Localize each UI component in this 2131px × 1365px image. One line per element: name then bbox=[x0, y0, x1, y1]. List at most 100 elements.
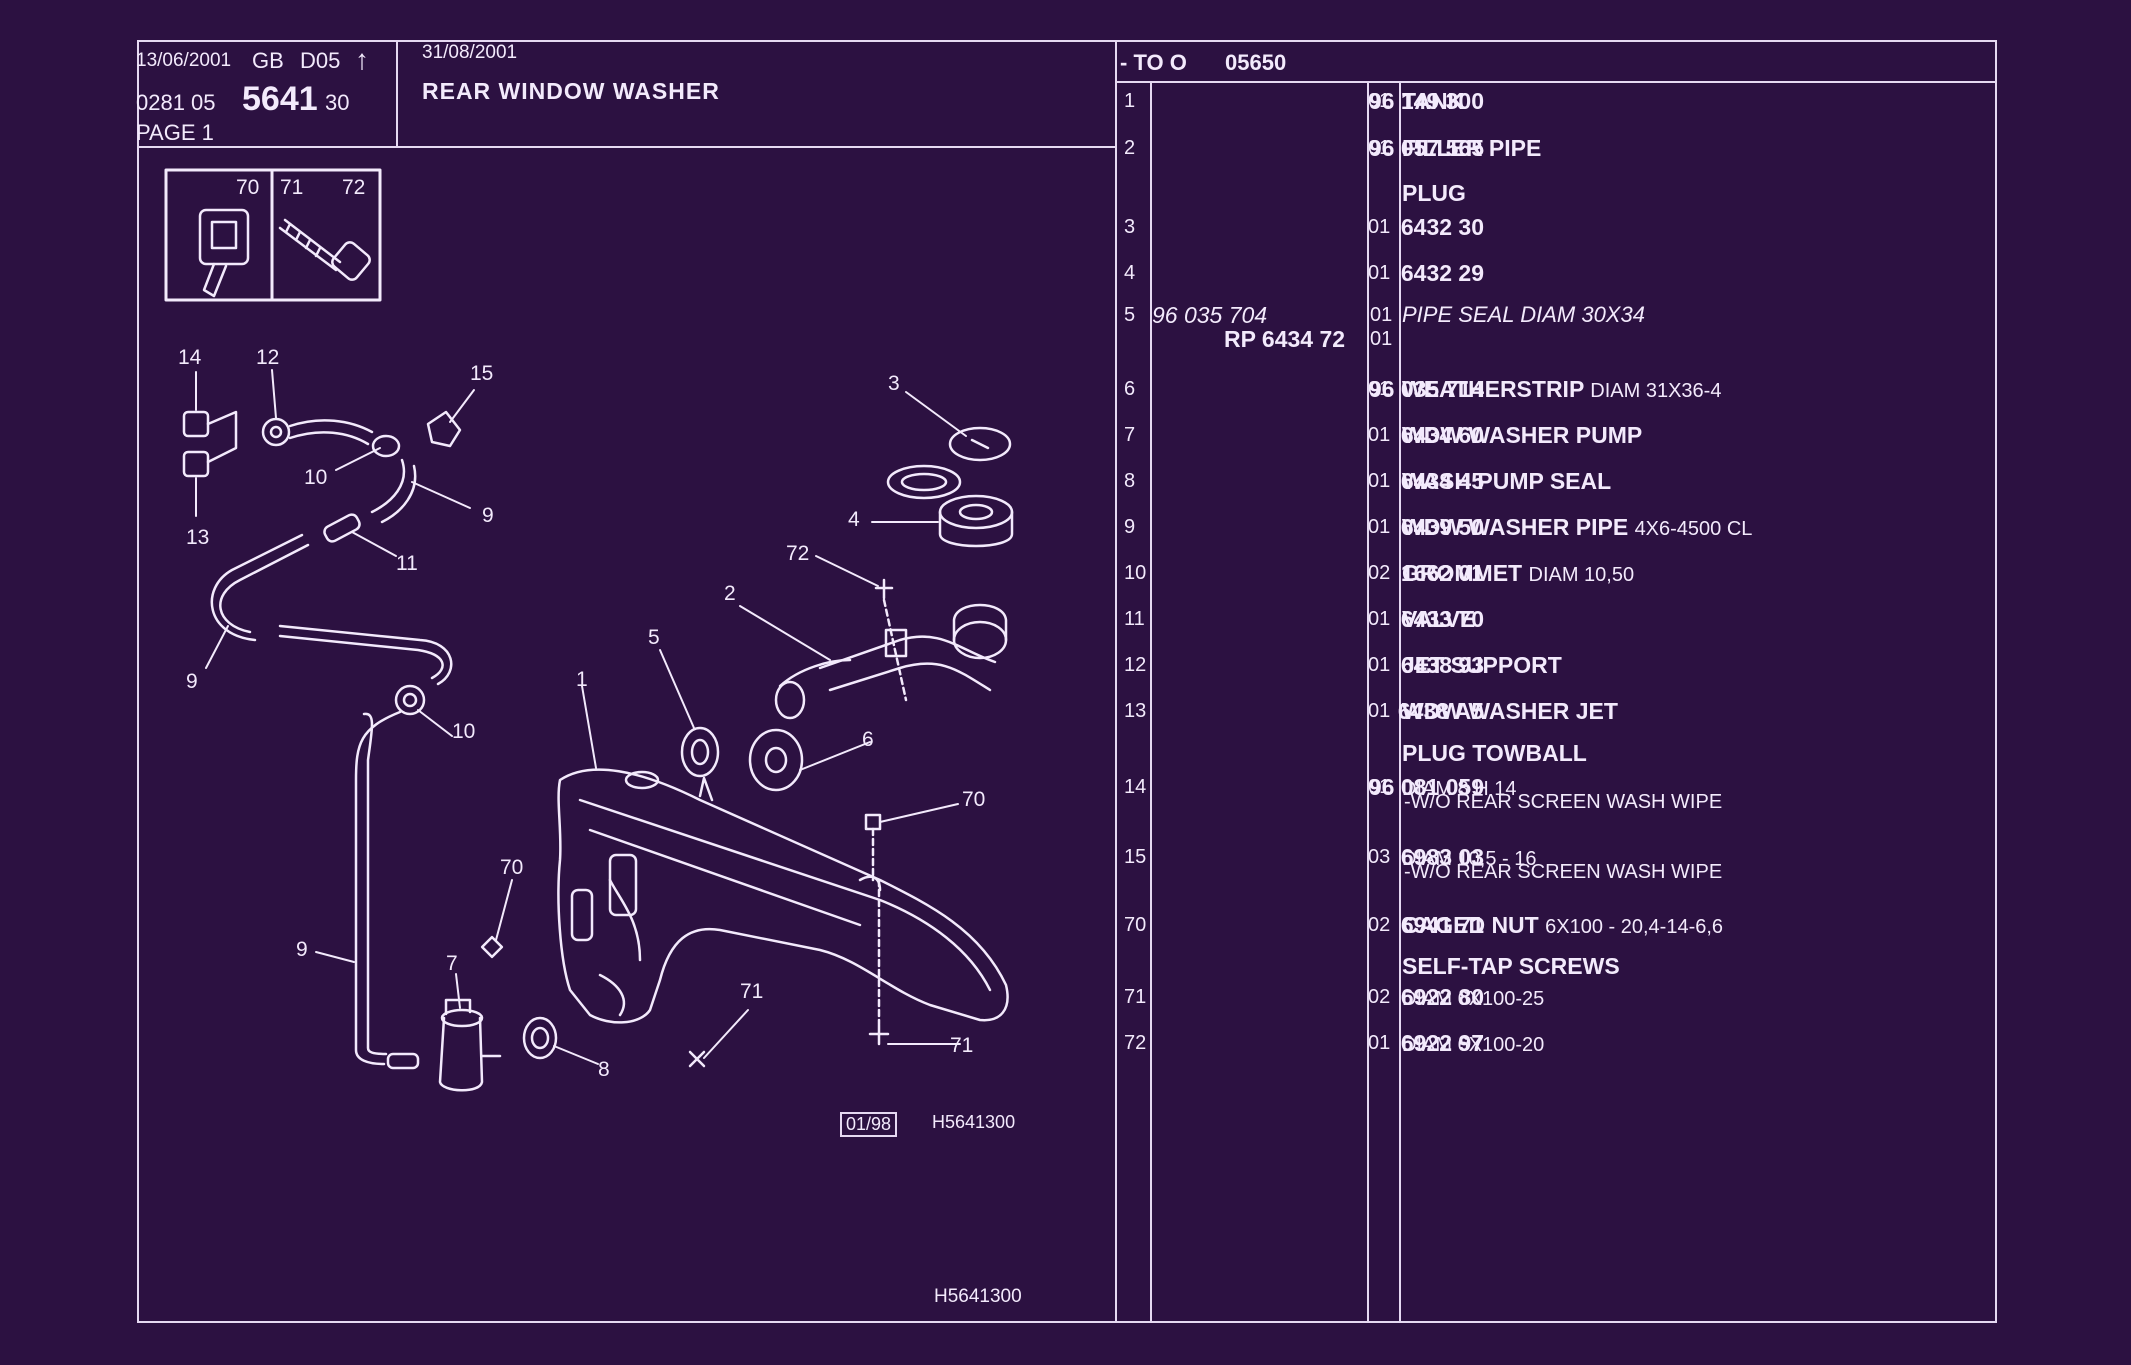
part-number: 6433 70 bbox=[1400, 606, 1484, 632]
callout-2: 2 bbox=[724, 582, 736, 605]
plug-cap-icon-4 bbox=[938, 494, 1014, 548]
part-number: 6434 60 bbox=[1400, 422, 1484, 448]
part-description: CAGED NUT 6X100 - 20,4-14-6,6 bbox=[1402, 912, 1723, 939]
part-number: 6432 29 bbox=[1400, 260, 1484, 286]
row5-pno-b: RP 6434 72 bbox=[1224, 326, 1346, 352]
part-number: 6922 80 bbox=[1400, 984, 1484, 1010]
row-number: 11 bbox=[1124, 608, 1145, 630]
callout-71a: 71 bbox=[740, 980, 764, 1003]
part-number: 6439 50 bbox=[1400, 514, 1484, 540]
quantity: 02 bbox=[1368, 562, 1391, 584]
part-name: VALVE bbox=[1402, 606, 1476, 632]
washer-tank-icon bbox=[557, 768, 1009, 1024]
part-number: 1662 01 bbox=[1400, 560, 1484, 586]
row-number: 4 bbox=[1124, 262, 1136, 284]
part-name: WEATHERSTRIP bbox=[1402, 376, 1584, 402]
part-description: DIAM 6X100-20 bbox=[1402, 1030, 1544, 1057]
callout-9c: 9 bbox=[296, 938, 308, 961]
callout-12: 12 bbox=[256, 346, 280, 369]
row5-qty-b: 01 bbox=[1370, 328, 1393, 350]
hose-loop bbox=[219, 543, 310, 634]
part-name: CAGED NUT bbox=[1402, 912, 1539, 938]
row5-num: 5 bbox=[1124, 304, 1136, 326]
pump-seal-icon bbox=[522, 1016, 558, 1060]
part-number: 6432 30 bbox=[1400, 214, 1484, 240]
filler-pipe-icon bbox=[774, 603, 1008, 720]
group-head-self-tap: SELF-TAP SCREWS bbox=[1402, 953, 1620, 979]
part-number: 96 057 565 bbox=[1368, 135, 1484, 161]
part-name: WDW WASHER PUMP bbox=[1402, 422, 1643, 448]
version-box: 01/98 bbox=[840, 1112, 898, 1137]
part-description: VALVE bbox=[1402, 606, 1475, 633]
inset-label-71: 71 bbox=[280, 176, 304, 199]
page-title: REAR WINDOW WASHER bbox=[422, 78, 720, 104]
callout-72: 72 bbox=[786, 542, 810, 565]
part-number: 6983 03 bbox=[1400, 844, 1484, 870]
part-spec: DIAM 6X100-25 bbox=[1402, 988, 1545, 1010]
plug-cap-icon-3 bbox=[886, 426, 1012, 500]
part-description: JET SUPPORT bbox=[1402, 652, 1562, 679]
row5-qty-a: 01 bbox=[1370, 304, 1393, 326]
quantity: 01 bbox=[1368, 654, 1391, 676]
callout-5: 5 bbox=[648, 626, 660, 649]
part-name: JET SUPPORT bbox=[1402, 652, 1562, 678]
note-wo-rear-2: -W/O REAR SCREEN WASH WIPE bbox=[1404, 861, 1723, 883]
col-divider-1 bbox=[1150, 82, 1152, 1323]
row5-pno-a: 96 035 704 bbox=[1152, 302, 1268, 328]
inset-label-70: 70 bbox=[236, 176, 260, 199]
part-name: WASH PUMP SEAL bbox=[1402, 468, 1612, 494]
footer-code: H5641300 bbox=[934, 1286, 1022, 1307]
callout-14: 14 bbox=[178, 346, 202, 369]
screw-marker-71-right bbox=[868, 1023, 890, 1046]
header-language: GB bbox=[252, 48, 284, 73]
row-number: 6 bbox=[1124, 378, 1136, 400]
quantity: 01 bbox=[1368, 776, 1391, 798]
quantity: 02 bbox=[1368, 986, 1391, 1008]
header-divider bbox=[396, 40, 398, 148]
part-description: WDW WASHER PIPE 4X6-4500 CL bbox=[1402, 514, 1752, 541]
part-description: WEATHERSTRIP DIAM 31X36-4 bbox=[1402, 376, 1721, 403]
valve-icon bbox=[323, 513, 361, 543]
part-spec: 6X100 - 20,4-14-6,6 bbox=[1545, 916, 1724, 938]
row-number: 7 bbox=[1124, 424, 1136, 446]
callout-71b: 71 bbox=[950, 1034, 974, 1057]
quantity: 01 bbox=[1368, 608, 1391, 630]
callout-10: 10 bbox=[304, 466, 328, 489]
table-left-border bbox=[1115, 40, 1117, 1323]
weatherstrip-icon bbox=[748, 728, 804, 792]
part-name: FILLER PIPE bbox=[1402, 135, 1542, 161]
part-name: TANK bbox=[1402, 88, 1465, 114]
part-description: GROMMET DIAM 10,50 bbox=[1402, 560, 1634, 587]
callout-9b: 9 bbox=[186, 670, 198, 693]
header-date: 13/06/2001 bbox=[136, 50, 232, 71]
part-spec: DIAM 10,50 bbox=[1528, 564, 1635, 586]
callout-1: 1 bbox=[576, 668, 588, 691]
callout-10b: 10 bbox=[452, 720, 476, 743]
callout-70b: 70 bbox=[962, 788, 986, 811]
callout-7: 7 bbox=[446, 952, 458, 975]
row-number: 8 bbox=[1124, 470, 1136, 492]
part-name: GROMMET bbox=[1402, 560, 1523, 586]
part-description: DIAM 10,5 - 16 bbox=[1402, 844, 1537, 871]
part-description: DIAM 6X100-25 bbox=[1402, 984, 1544, 1011]
group-head-plug-towball: PLUG TOWBALL bbox=[1402, 740, 1587, 766]
part-description: TANK bbox=[1402, 88, 1464, 115]
part-number: 6922 97 bbox=[1400, 1030, 1484, 1056]
callout-70a: 70 bbox=[500, 856, 524, 879]
caged-nut-icon bbox=[198, 208, 250, 298]
exploded-parts-diagram bbox=[164, 168, 1014, 1092]
callout-9: 9 bbox=[482, 504, 494, 527]
part-description: DIAM 8 H 14 bbox=[1402, 774, 1516, 801]
row-number: 3 bbox=[1124, 216, 1136, 238]
screw-marker-71-left bbox=[688, 1050, 706, 1068]
header-ref-main: 5641 bbox=[242, 80, 318, 118]
header-bottom-rule bbox=[137, 146, 1115, 148]
